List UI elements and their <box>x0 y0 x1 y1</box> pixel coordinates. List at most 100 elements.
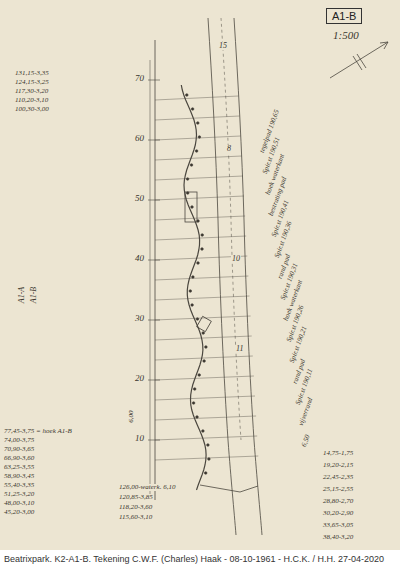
measure-entry: 25,15-2,55 <box>322 486 354 493</box>
survey-point <box>197 262 200 265</box>
offset-line <box>155 296 250 300</box>
base-line <box>155 40 156 500</box>
field-note: 6,50 <box>301 433 313 449</box>
offset-line <box>155 96 239 100</box>
offset-line <box>155 336 252 340</box>
measure-entry: 74,00-3,75 <box>3 437 35 444</box>
offset-line <box>155 416 256 420</box>
measure-entry: 100,30-3,00 <box>14 106 50 113</box>
offset-line <box>155 376 254 380</box>
measure-entry: 58,90-3,45 <box>3 473 35 480</box>
measure-entry: 66,90-3,60 <box>3 455 35 462</box>
offset-line <box>155 116 240 120</box>
station-number: 8 <box>226 145 232 153</box>
offset-line <box>155 356 253 360</box>
measure-entry: 28,80-2,70 <box>322 498 354 505</box>
survey-point <box>191 206 194 209</box>
sheet-ref: A1-B <box>30 286 38 304</box>
axis-number: 60 <box>134 134 145 143</box>
survey-point <box>203 360 206 363</box>
survey-point <box>189 290 192 293</box>
axis-number: 20 <box>134 374 145 383</box>
measure-entry: 131,15-3,35 <box>14 70 50 77</box>
offset-line <box>155 316 251 320</box>
measure-entry: 45,20-3,00 <box>3 509 35 516</box>
measure-entry: 19,20-2,15 <box>322 462 354 469</box>
survey-point <box>193 388 196 391</box>
offset-line <box>155 396 255 400</box>
survey-point <box>197 122 200 125</box>
axis-number: 70 <box>134 74 145 83</box>
survey-point <box>197 220 200 223</box>
survey-point <box>192 402 195 405</box>
measure-entry: 51,25-3,20 <box>3 491 35 498</box>
axis-number: 30 <box>134 314 145 323</box>
measure-entry: 63,25-3,55 <box>3 464 35 471</box>
offset-line <box>155 236 246 240</box>
measure-entry: 70,90-3,65 <box>3 446 35 453</box>
axis-tick <box>148 260 160 261</box>
measure-entry: 115,60-3,10 <box>118 514 153 521</box>
bench-mark <box>185 192 197 222</box>
station-number: 11 <box>235 345 244 353</box>
axis-number: 50 <box>134 194 145 203</box>
measure-entry: 48,00-3,10 <box>3 500 35 507</box>
scale-line <box>150 60 151 500</box>
water-edge <box>181 85 206 490</box>
measure-entry: 110,20-3,10 <box>14 97 49 104</box>
measure-entry: 77,45-3,75 = hoek A1-B <box>3 428 73 435</box>
survey-point <box>190 164 193 167</box>
measure-entry: 14,75-1,75 <box>322 450 354 457</box>
survey-point <box>207 444 210 447</box>
sheet-id: A1-B <box>332 10 356 22</box>
survey-point <box>186 94 189 97</box>
survey-point <box>204 472 207 475</box>
axis-tick <box>148 80 160 81</box>
measure-entry: 55,40-3,35 <box>3 482 35 489</box>
survey-point <box>201 248 204 251</box>
axis-tick <box>148 440 160 441</box>
survey-point <box>198 374 201 377</box>
offset-line <box>155 156 242 160</box>
measure-entry: 33,65-3,05 <box>322 522 354 529</box>
offset-line <box>155 456 258 460</box>
survey-point <box>196 416 199 419</box>
north-arrowhead <box>380 42 388 49</box>
axis-number: 10 <box>134 434 145 443</box>
station-number: 10 <box>231 255 241 263</box>
sheet-id-box: A1-B <box>326 8 362 24</box>
offset-line <box>155 136 241 140</box>
station-number: 15 <box>218 42 228 50</box>
measure-entry: 118,20-3,60 <box>118 504 153 511</box>
measure-entry: 120,85-3,85 <box>118 494 154 501</box>
survey-point <box>191 108 194 111</box>
measure-entry: 30,20-2,90 <box>322 510 354 517</box>
offset-line <box>155 176 243 180</box>
measure-entry: 117,30-3,20 <box>14 88 49 95</box>
axis-tick <box>148 200 160 201</box>
north-tick <box>353 56 362 70</box>
axis-tick <box>148 320 160 321</box>
measure-entry: 22,45-2,35 <box>322 474 354 481</box>
axis-number: 40 <box>134 254 145 263</box>
survey-point <box>186 192 189 195</box>
survey-point <box>201 234 204 237</box>
survey-point <box>192 276 195 279</box>
axis-tick <box>148 380 160 381</box>
offset-line <box>155 216 245 220</box>
caption: Beatrixpark. K2-A1-B. Tekening C.W.F. (C… <box>4 554 384 564</box>
measure-entry: 38,40-3,20 <box>322 534 354 541</box>
offset-line <box>155 436 257 440</box>
measure-entry: 124,15-3,25 <box>14 79 50 86</box>
survey-point <box>195 150 198 153</box>
survey-point <box>202 332 205 335</box>
offset-line <box>155 196 244 200</box>
survey-point <box>186 178 189 181</box>
corner-line <box>200 485 258 492</box>
survey-point <box>202 430 205 433</box>
scale-text: 1:500 <box>332 30 360 42</box>
north-tick <box>357 54 366 68</box>
dimension: 6,00 <box>128 409 135 423</box>
survey-point <box>191 304 194 307</box>
offset-line <box>155 276 248 280</box>
